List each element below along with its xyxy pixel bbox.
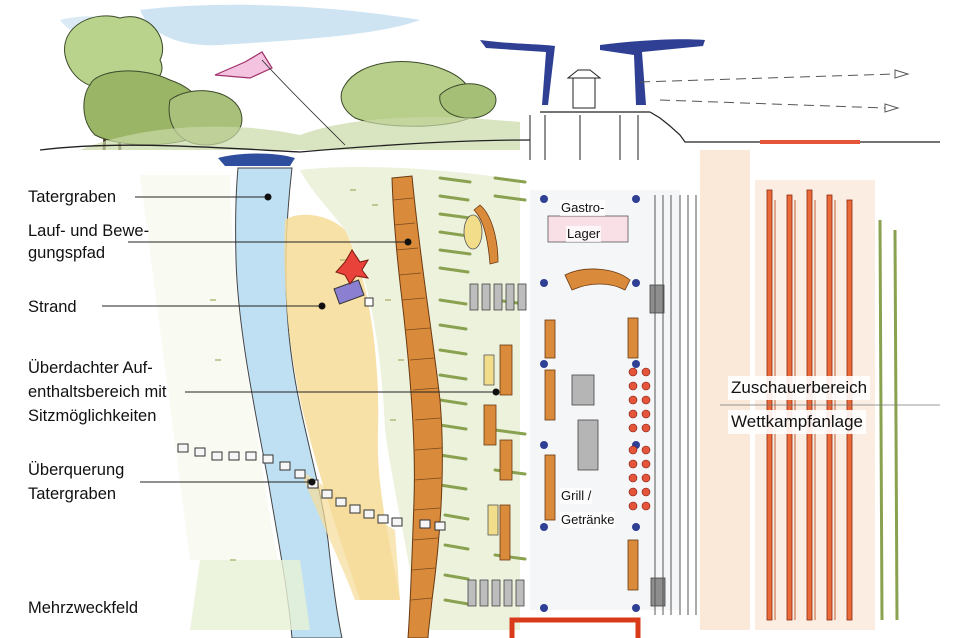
strand-area [284, 214, 400, 600]
tatergraben-water [235, 167, 343, 638]
channel-mouth [218, 153, 295, 166]
label-zuschauerbereich: Zuschauerbereich [728, 376, 871, 400]
left-meadow [140, 175, 278, 560]
trees [39, 15, 531, 153]
stand-lines [654, 195, 697, 615]
label-ueberdacht-line3: Sitzmöglichkeiten [28, 407, 157, 425]
meadow [300, 167, 520, 630]
label-mehrzweckfeld: Mehrzweckfeld [28, 599, 139, 617]
laufpfad-planks [392, 197, 443, 601]
right-grass [878, 219, 899, 621]
label-ueberdacht-line1: Überdachter Auf- [28, 359, 153, 377]
mehrzweckfeld-area [190, 560, 310, 630]
label-gastro-line1: Gastro- [560, 200, 606, 216]
label-ueberquerung-line1: Überquerung [28, 461, 125, 479]
label-tatergraben: Tatergraben [28, 188, 117, 206]
label-grill-line2: Getränke [560, 512, 616, 528]
label-wettkampfanlage: Wettkampfanlage [728, 410, 866, 434]
kite-drawing [214, 51, 346, 146]
grass-strokes [438, 176, 527, 606]
meadow-dots [210, 189, 404, 561]
label-ueberquerung-line2: Tatergraben [28, 485, 117, 503]
label-ueberdacht-line2: enthaltsbereich mit [28, 383, 167, 401]
seats [628, 367, 651, 511]
elevation-section [480, 39, 940, 160]
label-gastro-line2: Lager [566, 226, 602, 242]
label-strand: Strand [28, 298, 77, 316]
label-laufpfad-line2: gungspfad [28, 244, 106, 262]
strand-lower [300, 470, 400, 600]
bottom-bar [509, 617, 641, 638]
label-grill-line1: Grill / [560, 488, 593, 504]
covered-area [463, 204, 527, 607]
beach-hut [333, 249, 374, 307]
label-laufpfad-line1: Lauf- und Bewe- [28, 222, 150, 240]
roof-columns [540, 195, 640, 612]
